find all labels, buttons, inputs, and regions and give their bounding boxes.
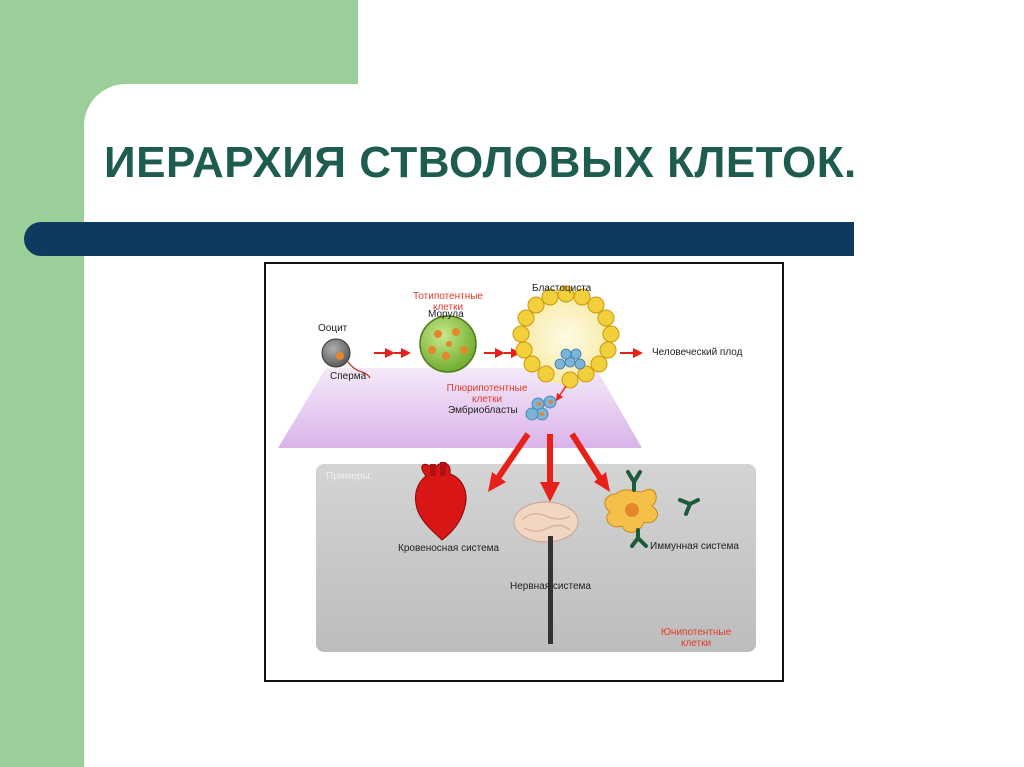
- label-examples: Примеры:: [326, 471, 373, 482]
- embryoblasts-icon: [525, 395, 557, 421]
- stem-cell-hierarchy-figure: Ооцит Сперма Тотипотентные клетки Морула…: [264, 262, 784, 682]
- label-totipotent: Тотипотентные клетки: [404, 291, 492, 313]
- label-circulatory: Кровеносная система: [398, 543, 500, 554]
- label-human-fetus: Человеческий плод: [652, 347, 743, 358]
- diagram-graphics: [278, 285, 756, 652]
- brain-spine-icon: [513, 501, 579, 644]
- label-totipotent-line2: клетки: [432, 301, 464, 313]
- label-unipotent-line1: Юнипотентные: [660, 627, 732, 638]
- label-oocyte: Ооцит: [318, 323, 348, 334]
- label-morula: Морула: [428, 309, 464, 320]
- label-embryoblasts: Эмбриобласты: [448, 405, 518, 416]
- sperm-icon: [347, 361, 371, 379]
- label-pluripotent: Плюрипотентные клетки: [432, 383, 542, 405]
- label-pluripotent-line1: Плюрипотентные: [446, 383, 528, 394]
- label-unipotent-line2: клетки: [680, 637, 712, 649]
- label-immune: Иммунная система: [650, 541, 739, 552]
- slide-title: ИЕРАРХИЯ СТВОЛОВЫХ КЛЕТОК.: [104, 138, 857, 187]
- label-unipotent: Юнипотентные клетки: [646, 627, 746, 649]
- title-underline-bar: [24, 222, 854, 256]
- immune-cell-icon: [604, 488, 658, 533]
- label-pluripotent-line2: клетки: [471, 393, 503, 405]
- label-nervous: Нервная система: [510, 581, 591, 592]
- label-totipotent-line1: Тотипотентные: [413, 291, 483, 302]
- pluripotency-plane: [278, 368, 642, 448]
- blastocyst-icon: [512, 285, 620, 389]
- oocyte-icon: [321, 338, 351, 368]
- label-sperm: Сперма: [330, 371, 367, 382]
- examples-panel: [316, 464, 756, 652]
- antibody-icons: [626, 470, 700, 548]
- label-blastocyst: Бластоциста: [532, 283, 592, 294]
- heart-icon: [415, 462, 467, 541]
